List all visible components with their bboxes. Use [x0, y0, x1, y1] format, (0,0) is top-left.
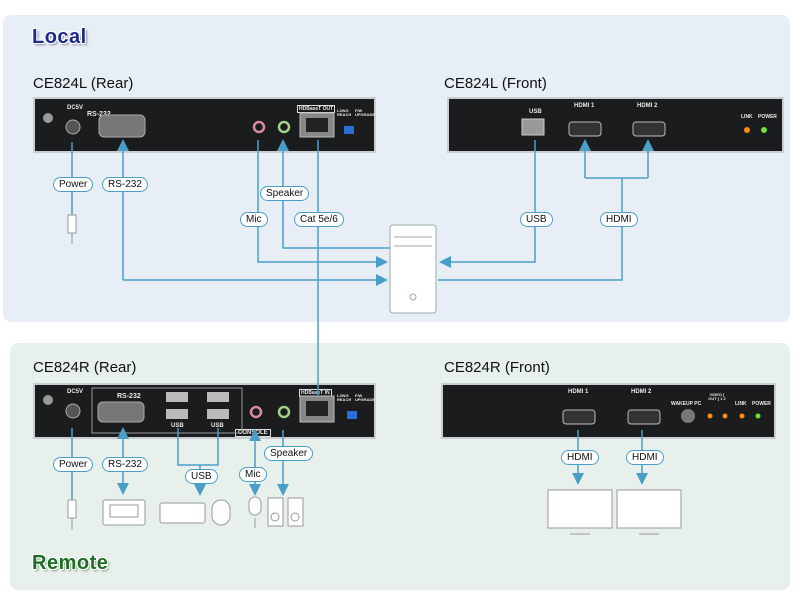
rs232-tag: RS-232: [102, 457, 148, 472]
usb2-port-label: USB: [211, 423, 224, 429]
mic-tag: Mic: [239, 467, 267, 482]
power-tag: Power: [53, 177, 94, 192]
usb-tag: USB: [185, 469, 218, 484]
power-port-label: DC5V: [67, 389, 84, 395]
remote-rear-ports: [43, 387, 357, 434]
ce824l-front-label: CE824L (Front): [444, 75, 547, 92]
ce824r-rear-label: CE824R (Rear): [33, 359, 137, 376]
cat-cable-tag: Cat 5e/6: [294, 212, 344, 227]
long-reach-label: LONG REACH: [337, 393, 352, 403]
ce824l-front-device: USB HDMI 1 HDMI 2 LINK POWER: [447, 97, 784, 153]
ce824r-front-device: HDMI 1 HDMI 2 WAKEUP PC VIDEO [ OUT ] 1 …: [441, 383, 776, 439]
link-led-label: LINK: [735, 401, 747, 407]
mouse-icon: [211, 499, 231, 526]
microphone-icon: [248, 496, 262, 528]
keyboard-icon: [159, 502, 206, 524]
remote-front-ports: [562, 409, 761, 425]
ce824l-rear-label: CE824L (Rear): [33, 75, 134, 92]
hdmi1-port-label: HDMI 1: [574, 103, 595, 109]
hdmi1-tag: HDMI: [561, 450, 599, 465]
power-tag: Power: [53, 457, 94, 472]
power-plug-icon: [67, 214, 77, 244]
hdmi1-port-label: HDMI 1: [568, 389, 589, 395]
fw-upgrade-label: F/W UPGRADE: [355, 393, 376, 403]
local-title: Local: [32, 26, 87, 48]
usb-tag: USB: [520, 212, 553, 227]
mic-tag: Mic: [240, 212, 268, 227]
power-port-label: DC5V: [67, 105, 84, 111]
power-led-label: POWER: [752, 401, 771, 407]
usb-port-label: USB: [529, 109, 542, 115]
hdmi-tag: HDMI: [600, 212, 638, 227]
power-led-label: POWER: [758, 114, 777, 120]
hdmi2-port-label: HDMI 2: [631, 389, 652, 395]
terminal-icon: [102, 499, 146, 526]
local-rear-ports: [43, 112, 354, 138]
rs232-tag: RS-232: [102, 177, 148, 192]
rs232-port-label: RS-232: [87, 111, 111, 118]
speaker-icon: [267, 497, 304, 527]
monitor-icon: [547, 489, 613, 535]
rs232-port-label: RS-232: [117, 393, 141, 400]
local-front-ports: [521, 118, 767, 137]
connection-lines: [71, 139, 654, 500]
speaker-tag: Speaker: [260, 186, 310, 201]
remote-title: Remote: [32, 552, 109, 574]
fw-upgrade-label: F/W UPGRADE: [355, 108, 376, 118]
video-out-label: VIDEO [ OUT ] 1 2: [708, 392, 726, 402]
link-led-label: LINK: [741, 114, 753, 120]
ce824r-front-label: CE824R (Front): [444, 359, 550, 376]
speaker-tag: Speaker: [264, 446, 314, 461]
long-reach-label: LONG REACH: [337, 108, 352, 118]
hdmi2-port-label: HDMI 2: [637, 103, 658, 109]
wakeup-pc-label: WAKEUP PC: [671, 401, 702, 407]
monitor-icon: [616, 489, 682, 535]
usb1-port-label: USB: [171, 423, 184, 429]
pc-tower-icon: [389, 224, 437, 314]
power-plug-icon: [67, 499, 77, 530]
hdmi2-tag: HDMI: [626, 450, 664, 465]
